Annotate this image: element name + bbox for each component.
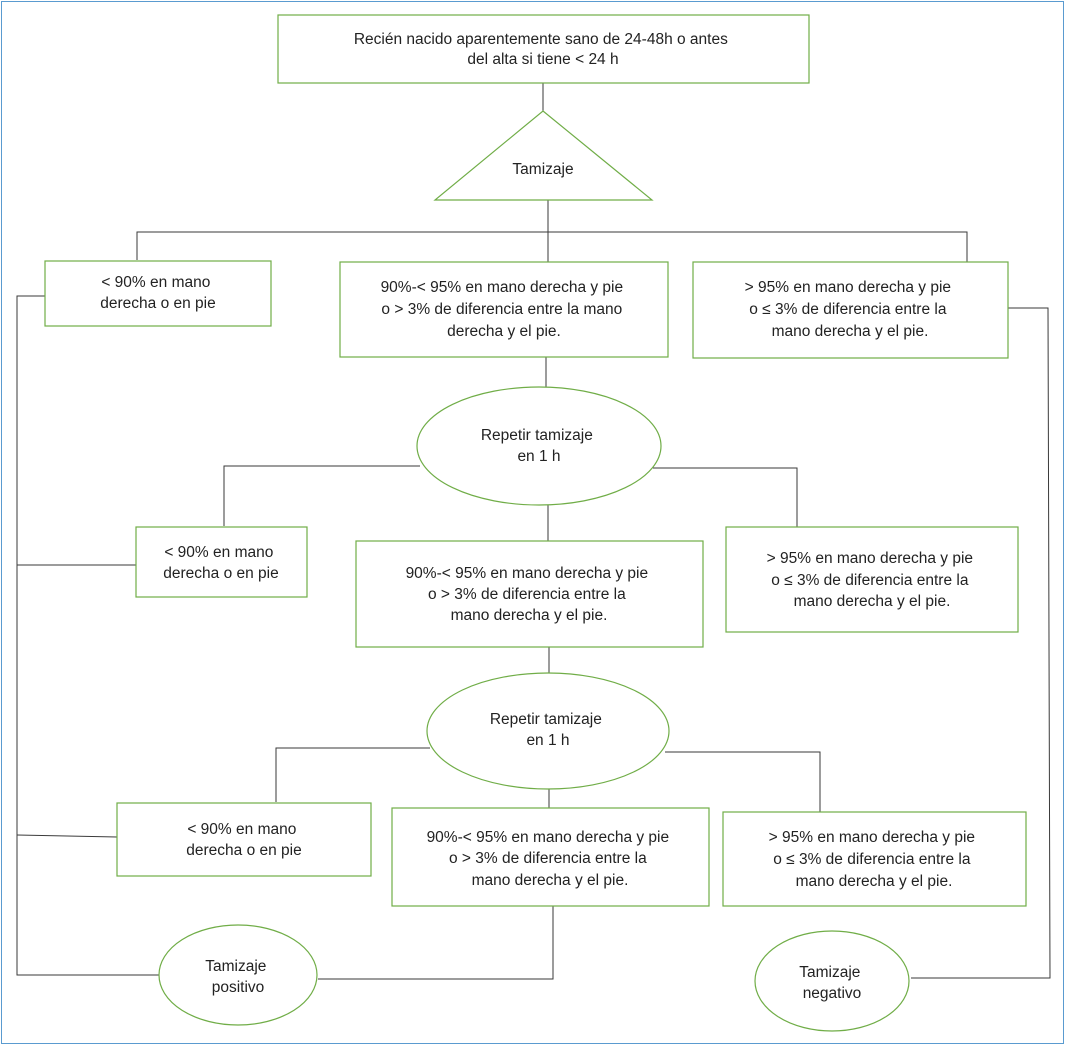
svg-text:< 90% en mano derecha o: < 90% en mano derecha o en pie bbox=[186, 821, 301, 859]
result3-high-line-3: mano derecha y el pie. bbox=[796, 873, 953, 890]
result2-mid-node bbox=[355, 540, 704, 648]
negative-line-2: negativo bbox=[803, 985, 862, 1002]
repeat1-line-2: en 1 h bbox=[517, 448, 560, 465]
result-mid-line-1: 90%-< 95% en mano derecha y pie bbox=[381, 279, 624, 296]
result2-high-line-2: o ≤ 3% de diferencia entre la bbox=[771, 572, 969, 589]
result-mid-node bbox=[339, 261, 669, 358]
repeat2-line-1: Repetir tamizaje bbox=[490, 711, 602, 728]
result2-mid-line-3: mano derecha y el pie. bbox=[451, 607, 608, 624]
result2-low-line-2: derecha o en pie bbox=[163, 565, 278, 582]
positive-line-2: positivo bbox=[212, 979, 265, 996]
result-high-line-3: mano derecha y el pie. bbox=[772, 323, 929, 340]
start-text-line-2: del alta si tiene < 24 h bbox=[467, 51, 618, 68]
svg-text:90%-< 95% en mano derecha y pi: 90%-< 95% en mano derecha y pie o > 3% d… bbox=[381, 279, 628, 340]
svg-text:Tamizaje negativo: Tamizaje negativo bbox=[799, 964, 864, 1002]
result-high-line-2: o ≤ 3% de diferencia entre la bbox=[749, 301, 947, 318]
result2-high-line-3: mano derecha y el pie. bbox=[794, 593, 951, 610]
result3-high-line-1: > 95% en mano derecha y pie bbox=[769, 829, 975, 846]
svg-text:< 90% en mano derecha o: < 90% en mano derecha o en pie bbox=[100, 274, 215, 312]
result-mid-line-2: o > 3% de diferencia entre la mano bbox=[381, 301, 622, 318]
result3-mid-line-3: mano derecha y el pie. bbox=[472, 872, 629, 889]
svg-text:> 95% en mano derecha y pie: > 95% en mano derecha y pie o ≤ 3% de di… bbox=[767, 550, 978, 610]
result2-high-line-1: > 95% en mano derecha y pie bbox=[767, 550, 973, 567]
result-mid-line-3: derecha y el pie. bbox=[447, 323, 561, 340]
start-node bbox=[277, 14, 810, 84]
result-high-line-1: > 95% en mano derecha y pie bbox=[745, 279, 951, 296]
nodes bbox=[44, 14, 1027, 1032]
svg-text:90%-< 95% en mano derecha y pi: 90%-< 95% en mano derecha y pie o > 3% d… bbox=[406, 565, 653, 624]
result3-low-node bbox=[116, 802, 372, 877]
result2-high-node bbox=[725, 526, 1019, 633]
repeat-screening-2-node bbox=[426, 672, 670, 790]
repeat2-line-2: en 1 h bbox=[526, 732, 569, 749]
negative-node bbox=[754, 930, 910, 1032]
labels: Recién nacido aparentemente sano de 24-4… bbox=[100, 31, 980, 1002]
repeat1-line-1: Repetir tamizaje bbox=[481, 427, 593, 444]
connectors bbox=[16, 83, 1051, 980]
start-text-line-1: Recién nacido aparentemente sano de 24-4… bbox=[354, 31, 728, 48]
positive-line-1: Tamizaje bbox=[205, 958, 266, 975]
svg-text:90%-< 95% en mano derecha y pi: 90%-< 95% en mano derecha y pie o > 3% d… bbox=[427, 829, 674, 889]
result2-low-line-1: < 90% en mano bbox=[164, 544, 273, 561]
svg-text:< 90% en mano derecha o: < 90% en mano derecha o en pie bbox=[163, 544, 278, 582]
negative-line-1: Tamizaje bbox=[799, 964, 860, 981]
repeat-screening-1-node bbox=[416, 386, 662, 506]
screening-label: Tamizaje bbox=[512, 161, 573, 178]
svg-text:Tamizaje: Tamizaje bbox=[512, 161, 573, 178]
positive-node bbox=[158, 924, 318, 1026]
result3-mid-line-1: 90%-< 95% en mano derecha y pie bbox=[427, 829, 670, 846]
svg-text:> 95% en mano derecha y pie: > 95% en mano derecha y pie o ≤ 3% de di… bbox=[745, 279, 956, 340]
result3-high-node bbox=[722, 811, 1027, 907]
svg-text:Repetir tamizaje en 1 h: Repetir tamizaje en 1 h bbox=[481, 427, 597, 465]
screening-node bbox=[433, 110, 654, 201]
diagram-frame bbox=[1, 1, 1064, 1044]
svg-text:> 95% en mano derecha y pie: > 95% en mano derecha y pie o ≤ 3% de di… bbox=[769, 829, 980, 890]
result-high-node bbox=[692, 261, 1009, 359]
result3-low-line-1: < 90% en mano bbox=[187, 821, 296, 838]
result3-low-line-2: derecha o en pie bbox=[186, 842, 301, 859]
result3-mid-line-2: o > 3% de diferencia entre la bbox=[449, 850, 647, 867]
result2-low-node bbox=[135, 526, 308, 598]
svg-text:Tamizaje positivo: Tamizaje positivo bbox=[205, 958, 270, 996]
result3-mid-node bbox=[391, 807, 710, 907]
result-low-node bbox=[44, 260, 272, 327]
result2-mid-line-2: o > 3% de diferencia entre la bbox=[428, 586, 626, 603]
svg-text:Repetir tamizaje en 1 h: Repetir tamizaje en 1 h bbox=[490, 711, 606, 749]
result2-mid-line-1: 90%-< 95% en mano derecha y pie bbox=[406, 565, 649, 582]
result-low-line-2: derecha o en pie bbox=[100, 295, 215, 312]
result3-high-line-2: o ≤ 3% de diferencia entre la bbox=[773, 851, 971, 868]
result-low-line-1: < 90% en mano bbox=[101, 274, 210, 291]
svg-text:Recién nacido aparentemente sa: Recién nacido aparentemente sano de 24-4… bbox=[354, 31, 732, 68]
